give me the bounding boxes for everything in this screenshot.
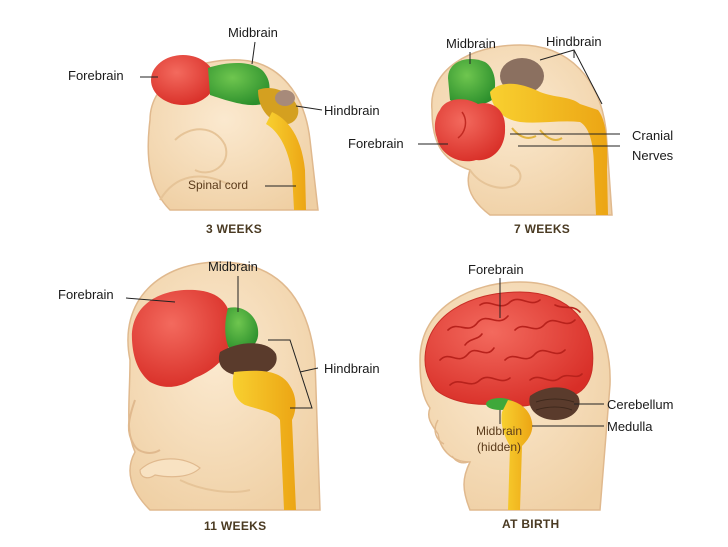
midbrain-region (448, 58, 496, 106)
label-hindbrain-3w: Hindbrain (324, 103, 380, 118)
forebrain-region (151, 55, 215, 105)
midbrain-region (225, 307, 259, 352)
panel-at-birth (419, 278, 611, 511)
stage-3-weeks: 3 WEEKS (206, 222, 263, 236)
label-cerebellum-birth: Cerebellum (607, 397, 674, 412)
label-midbrain-7w: Midbrain (446, 36, 496, 51)
cerebellum-region (529, 387, 580, 420)
label-forebrain-3w: Forebrain (68, 68, 124, 83)
label-forebrain-7w: Forebrain (348, 136, 404, 151)
label-cranial-nerves-7w-line1: Cranial (632, 128, 674, 143)
forebrain-region (434, 99, 506, 162)
label-forebrain-11w: Forebrain (58, 287, 114, 302)
hand (139, 458, 201, 479)
forebrain-region (131, 289, 232, 387)
label-midbrain-3w: Midbrain (228, 25, 278, 40)
label-spinal-cord-3w: Spinal cord (188, 178, 249, 192)
hindbrain-region (490, 83, 608, 215)
label-cranial-nerves-7w-line2: Nerves (632, 148, 674, 163)
label-forebrain-birth: Forebrain (468, 262, 524, 277)
stage-at-birth: AT BIRTH (502, 517, 560, 531)
hindbrain-dark-region (218, 343, 277, 376)
panel-11-weeks (125, 261, 321, 511)
label-midbrain-hidden-birth-line1: Midbrain (475, 424, 523, 438)
midbrain-region (208, 63, 270, 106)
label-midbrain-11w: Midbrain (208, 259, 258, 274)
stage-11-weeks: 11 WEEKS (204, 519, 267, 533)
hindbrain-region (232, 370, 296, 510)
label-midbrain-hidden-birth-line2: (hidden) (476, 440, 522, 454)
stage-7-weeks: 7 WEEKS (514, 222, 571, 236)
panel-7-weeks (418, 44, 620, 216)
label-hindbrain-11w: Hindbrain (324, 361, 380, 376)
label-medulla-birth: Medulla (607, 419, 653, 434)
medulla-region (501, 400, 533, 510)
label-hindbrain-7w: Hindbrain (546, 34, 602, 49)
panel-3-weeks (140, 41, 323, 211)
